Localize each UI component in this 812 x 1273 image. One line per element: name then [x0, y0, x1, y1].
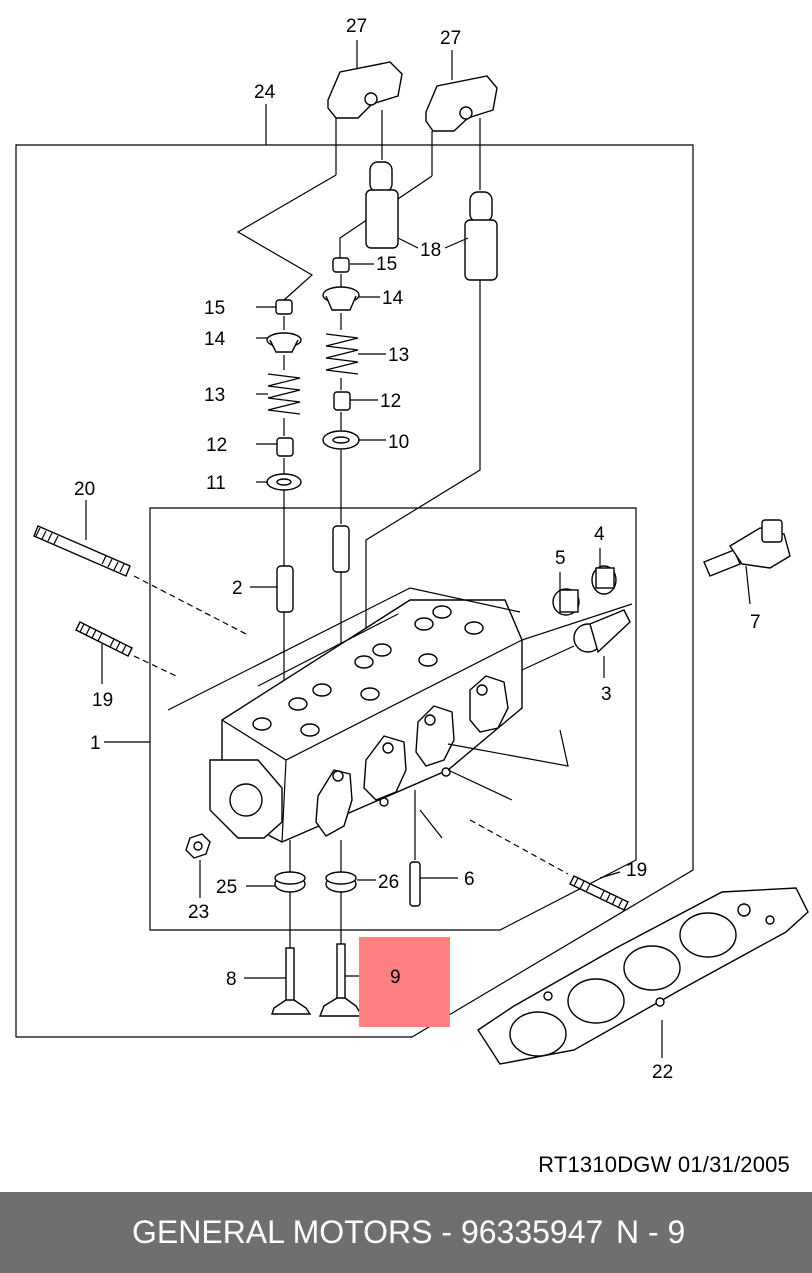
valve-spring-left [267, 373, 301, 415]
callout-layer: 27 27 24 18 15 15 14 14 13 13 12 12 11 1… [74, 16, 761, 1083]
callout-20: 20 [74, 479, 95, 500]
callout-26: 26 [378, 872, 399, 893]
valve-spring-right [325, 333, 359, 375]
spring-seat-right [322, 430, 360, 450]
valve-seal-right [333, 391, 351, 411]
callout-12-right: 12 [380, 391, 401, 412]
callout-15-left: 15 [204, 298, 225, 319]
valve-guide-left [276, 565, 294, 613]
footer-bar: GENERAL MOTORS - 96335947 N - 9 [0, 1192, 812, 1273]
exhaust-valve-9 [318, 943, 364, 1017]
diagram-page-number: N - 9 [616, 1214, 686, 1250]
hydraulic-lifter-left [365, 161, 399, 249]
valve-keeper-right [332, 257, 350, 273]
callout-15-right: 15 [376, 254, 397, 275]
callout-9: 9 [390, 967, 401, 988]
plug-3 [573, 609, 631, 654]
spring-retainer-right [322, 286, 360, 311]
valve-seal-left [276, 437, 294, 457]
callout-10: 10 [388, 432, 409, 453]
valve-seat-25 [274, 871, 306, 893]
dowel-pin-6 [409, 861, 421, 907]
callout-12-left: 12 [206, 435, 227, 456]
hydraulic-lifter-right [464, 191, 498, 281]
intake-valve-8 [271, 947, 312, 1015]
temperature-sensor-7 [703, 519, 791, 577]
callout-11: 11 [206, 473, 226, 494]
drawing-reference: RT1310DGW 01/31/2005 [538, 1152, 790, 1177]
callout-5: 5 [555, 548, 566, 569]
callout-24: 24 [254, 82, 276, 103]
callout-23: 23 [188, 902, 209, 923]
callout-19-left: 19 [92, 690, 113, 711]
plug-4 [591, 565, 617, 595]
callout-14-right: 14 [382, 288, 404, 309]
assembly-frame-outline [15, 144, 694, 1038]
callout-19-right: 19 [626, 860, 647, 881]
head-bolt-19-left [75, 621, 133, 657]
callout-3: 3 [601, 684, 612, 705]
rocker-arm-right [425, 75, 498, 132]
callout-7: 7 [750, 612, 761, 633]
callout-2: 2 [232, 578, 243, 599]
callout-13-right: 13 [388, 345, 409, 366]
callout-22: 22 [652, 1062, 673, 1083]
callout-27-left: 27 [346, 16, 367, 37]
head-bolt-20 [33, 525, 131, 577]
rocker-arm-left [327, 61, 403, 119]
plug-5 [552, 588, 580, 616]
callout-8: 8 [226, 969, 237, 990]
callout-27-right: 27 [440, 28, 461, 49]
highlight-box [359, 937, 450, 1027]
callout-4: 4 [594, 524, 605, 545]
callout-18: 18 [420, 240, 441, 261]
callout-14-left: 14 [204, 329, 226, 350]
nut-23 [185, 833, 211, 859]
cylinder-head-frame-outline [149, 507, 637, 931]
spring-retainer-left [266, 332, 302, 353]
callout-6: 6 [464, 869, 475, 890]
brand-part-number: GENERAL MOTORS - 96335947 [132, 1214, 604, 1250]
head-bolt-19-right [569, 875, 629, 911]
head-gasket-22 [477, 887, 809, 1065]
cylinder-head [209, 599, 523, 843]
callout-13-left: 13 [204, 385, 225, 406]
callout-25: 25 [216, 877, 237, 898]
callout-1: 1 [90, 733, 101, 754]
exploded-parts-diagram [15, 40, 809, 1065]
